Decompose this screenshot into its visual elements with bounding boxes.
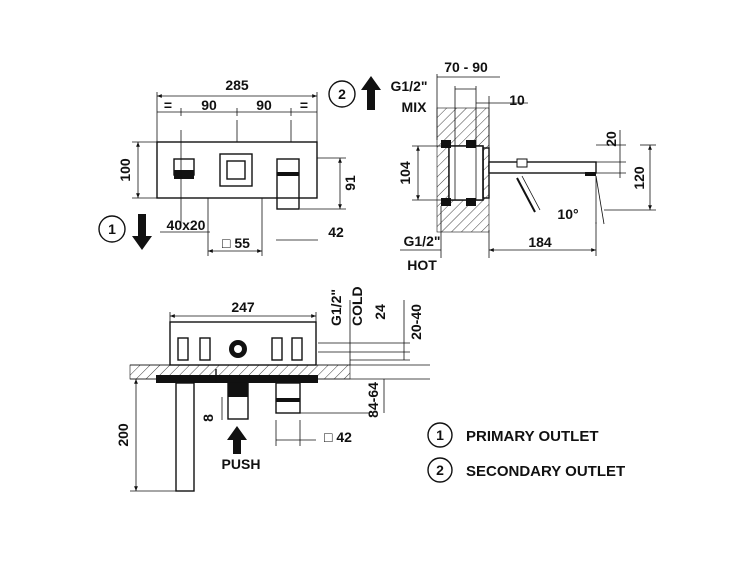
push-label: PUSH [222, 456, 261, 472]
front-center-square-inner [226, 160, 246, 180]
front-handle-band [277, 172, 299, 176]
dim-angle: 10° [557, 206, 578, 222]
dim-equal-left: = [164, 97, 172, 113]
dim-push-travel: 8 [200, 414, 216, 422]
dim-spacing-right: 90 [256, 97, 272, 113]
front-view: 285 = 90 90 = 100 91 40x20 □ 55 42 1 [98, 77, 358, 256]
secondary-outlet-marker-number: 2 [338, 86, 346, 102]
dim-spout-height: 20 [603, 131, 619, 147]
cold-thread: G1/2" [328, 289, 344, 326]
dim-handle-height: 91 [342, 175, 358, 191]
secondary-outlet-marker [328, 80, 356, 108]
front-center-square-outer [219, 153, 253, 187]
dim-depth-24: 24 [372, 304, 388, 320]
dim-plan-width: 247 [231, 299, 255, 315]
mix-label: MIX [402, 99, 428, 115]
legend-marker-2-number: 2 [436, 462, 444, 478]
side-spout [488, 161, 597, 174]
plan-plate [156, 375, 318, 383]
dim-handle-square: □ 42 [324, 429, 352, 445]
primary-outlet-down-arrow-icon [132, 214, 152, 250]
dim-outlet-size: 40x20 [167, 217, 206, 233]
dim-spout-length: 184 [528, 234, 552, 250]
legend: 1 PRIMARY OUTLET 2 SECONDARY OUTLET [427, 422, 625, 483]
secondary-outlet-up-arrow-icon [361, 76, 381, 110]
primary-outlet-marker [98, 215, 126, 243]
dim-overall-width: 285 [225, 77, 249, 93]
cold-label: COLD [349, 286, 365, 326]
dim-depth-range: 20-40 [408, 304, 424, 340]
legend-item-secondary: SECONDARY OUTLET [466, 463, 625, 480]
dim-total-length: 200 [115, 423, 131, 447]
dim-front-height: 100 [117, 158, 133, 182]
front-handle [276, 158, 300, 210]
legend-marker-2 [427, 457, 453, 483]
dim-depth-84-64: 84-64 [365, 382, 381, 418]
hot-thread: G1/2" [404, 233, 441, 249]
dim-spacing-left: 90 [201, 97, 217, 113]
plan-spout [175, 382, 195, 492]
front-left-outlet-shadow [174, 170, 194, 179]
dim-center-square: □ 55 [222, 235, 250, 251]
side-lever [516, 177, 536, 213]
push-up-arrow-icon [227, 426, 247, 454]
dim-body-height: 104 [397, 161, 413, 185]
legend-item-primary: PRIMARY OUTLET [466, 428, 599, 445]
plan-view: 247 G1/2" COLD 24 20-40 84-64 8 200 PUSH… [115, 286, 430, 492]
dim-wall-offset: 10 [509, 92, 525, 108]
mix-thread: G1/2" [391, 78, 428, 94]
legend-marker-1 [427, 422, 453, 448]
dim-equal-right: = [300, 97, 308, 113]
dim-total-height: 120 [631, 166, 647, 190]
dim-handle-offset: 42 [328, 224, 344, 240]
primary-outlet-marker-number: 1 [108, 221, 116, 237]
hot-label: HOT [407, 257, 437, 273]
dim-projection-range: 70 - 90 [444, 59, 488, 75]
side-view: 70 - 90 G1/2" MIX 10 104 20 120 10° 184 … [328, 59, 656, 273]
legend-marker-1-number: 1 [436, 427, 444, 443]
